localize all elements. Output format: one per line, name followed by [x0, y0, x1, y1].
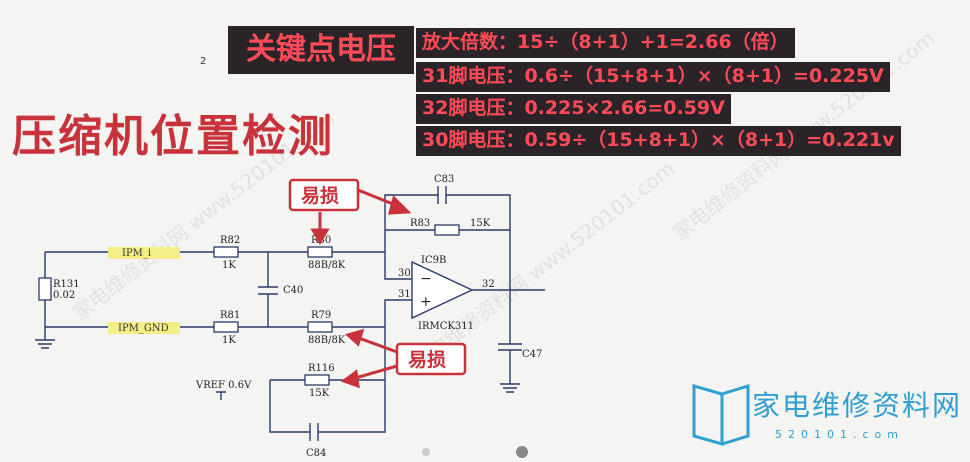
page-number: 2 [200, 56, 207, 67]
r83-label: R83 [410, 218, 430, 229]
arrow-to-r83 [388, 195, 412, 215]
vulnerable-tag-2-text: 易损 [408, 349, 446, 371]
net-label-ipm-gnd: IPM_GND [118, 323, 169, 334]
ground-symbol [35, 339, 55, 349]
arrow-to-r79 [344, 328, 365, 347]
vref-label: VREF 0.6V [195, 380, 252, 391]
pin31: 31 [398, 289, 411, 300]
opamp-plus: + [420, 294, 432, 310]
r116-value: 15K [309, 388, 330, 399]
ic-part: IRMCK311 [418, 321, 474, 332]
net-label-ipm-gnd-bg [108, 322, 180, 334]
arrow-to-r80 [310, 228, 330, 245]
r79-value: 88B/8K [308, 335, 346, 346]
resistor-r81 [213, 321, 239, 333]
key-voltage-label: 关键点电压 [228, 26, 414, 74]
r131-label: R131 [53, 279, 80, 290]
pin30-formula: 30脚电压：0.59÷（15+8+1）×（8+1）=0.221v [416, 126, 901, 156]
c84-label: C84 [306, 448, 326, 459]
net-label-ipm-i-bg [108, 247, 180, 259]
r79-label: R79 [311, 310, 331, 321]
pin32: 32 [482, 279, 495, 290]
resistor-r79 [307, 321, 333, 333]
r131-value: 0.02 [53, 290, 75, 301]
c83-label: C83 [434, 174, 454, 185]
site-logo-url: 520101.com [775, 428, 904, 441]
ic-label: IC9B [421, 255, 446, 266]
pin30: 30 [398, 268, 411, 279]
resistor-r83 [434, 224, 460, 236]
resistor-r116 [304, 374, 330, 386]
resistor-r131 [38, 277, 52, 301]
gain-formula: 放大倍数：15÷（8+1）+1=2.66（倍） [416, 28, 795, 58]
vulnerable-tag-2 [395, 342, 467, 376]
resistor-r80 [307, 246, 333, 258]
r80-value: 88B/8K [308, 260, 346, 271]
c40-label: C40 [283, 285, 303, 296]
pin31-formula: 31脚电压：0.6÷（15+8+1）×（8+1）=0.225V [416, 62, 890, 92]
vulnerable-tag-1 [288, 178, 360, 212]
opamp-minus: − [420, 271, 432, 287]
c47-label: C47 [522, 349, 542, 360]
site-logo-text: 家电维修资料网 [752, 389, 963, 422]
r81-value: 1K [222, 335, 236, 346]
r83-value: 15K [470, 218, 491, 229]
opamp-ic9b [411, 260, 474, 320]
r82-label: R82 [220, 235, 240, 246]
page-title: 压缩机位置检测 [12, 111, 334, 162]
book-logo-icon [692, 383, 750, 446]
pin32-formula: 32脚电压：0.225×2.66=0.59V [416, 94, 731, 124]
r116-label: R116 [308, 363, 335, 374]
r82-value: 1K [222, 260, 236, 271]
arrow-to-r116 [340, 369, 360, 389]
vulnerable-tag-1-text: 易损 [301, 185, 339, 207]
net-label-ipm-i: IPM_i [122, 248, 151, 259]
resistor-r82 [213, 246, 239, 258]
r81-label: R81 [220, 310, 240, 321]
